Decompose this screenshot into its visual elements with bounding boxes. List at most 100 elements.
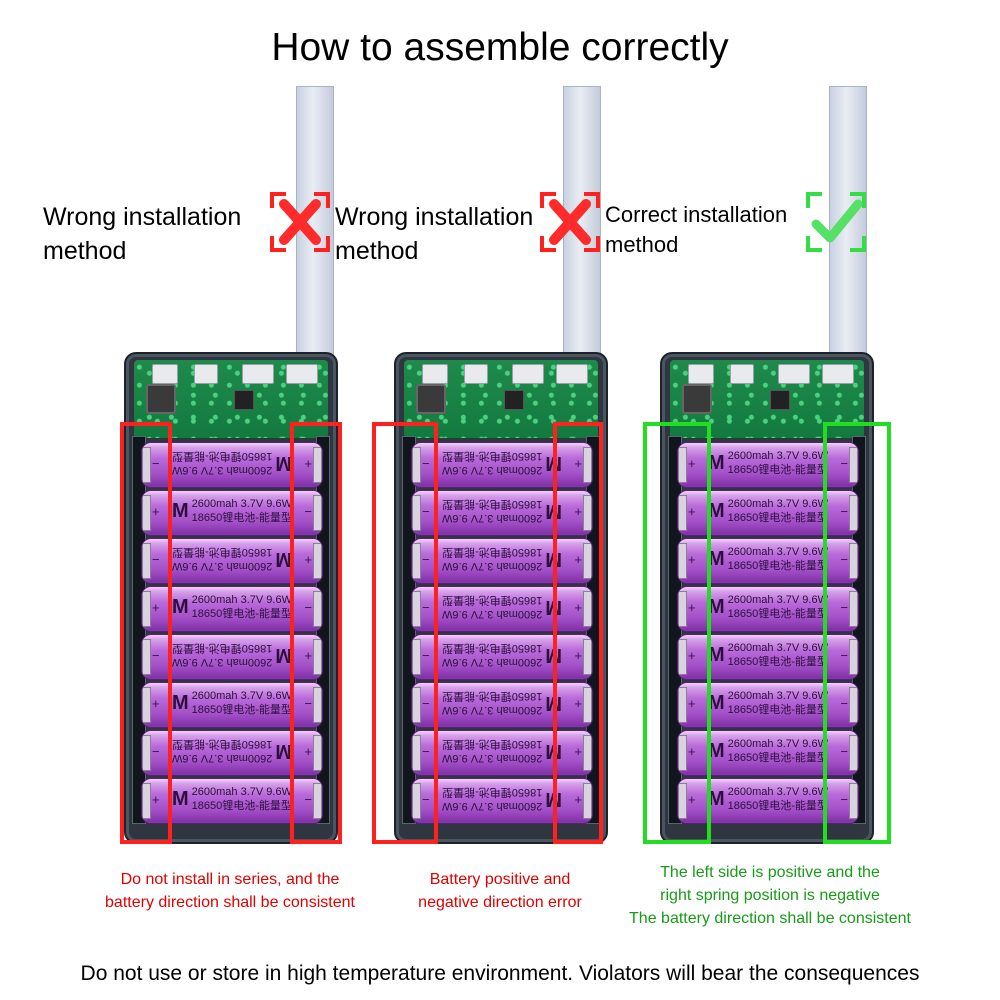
cell-type: 18650锂电池-能量型	[442, 450, 543, 462]
cell-terminal	[142, 687, 151, 723]
cell-terminal	[849, 735, 858, 771]
polarity-sign: −	[304, 696, 312, 711]
panel-3-caption: The left side is positive and the right …	[600, 861, 940, 930]
cell-terminal	[313, 783, 322, 819]
cell-type: 18650锂电池-能量型	[727, 464, 828, 476]
panel-2-caption: Battery positive and negative direction …	[390, 868, 610, 914]
cell-spec: 2600mah 3.7V 9.6W	[172, 464, 273, 476]
cell-spec: 2600mah 3.7V 9.6W	[172, 752, 273, 764]
cell-terminal	[849, 495, 858, 531]
polarity-sign: +	[152, 792, 160, 807]
polarity-sign: +	[688, 744, 696, 759]
polarity-sign: −	[840, 456, 848, 471]
cell-terminal	[313, 591, 322, 627]
cell-terminal	[142, 639, 151, 675]
cell-spec: 2600mah 3.7V 9.6W	[727, 738, 828, 750]
cell-terminal	[412, 447, 421, 483]
polarity-sign: +	[574, 504, 582, 519]
cell-terminal	[412, 591, 421, 627]
polarity-sign: +	[304, 552, 312, 567]
caption-line: right spring position is negative	[660, 887, 880, 904]
panel-1-caption: Do not install in series, and the batter…	[70, 868, 390, 914]
cell-spec: 2600mah 3.7V 9.6W	[727, 594, 828, 606]
polarity-sign: −	[152, 744, 160, 759]
cell-spec: 2600mah 3.7V 9.6W	[442, 512, 543, 524]
cell-terminal	[583, 591, 592, 627]
cell-type: 18650锂电池-能量型	[442, 690, 543, 702]
brand-logo: M	[708, 740, 725, 762]
cell-terminal	[313, 543, 322, 579]
cell-spec: 2600mah 3.7V 9.6W	[442, 800, 543, 812]
cell-terminal	[849, 783, 858, 819]
polarity-sign: −	[422, 552, 430, 567]
polarity-sign: +	[574, 792, 582, 807]
cell-spec: 2600mah 3.7V 9.6W	[442, 560, 543, 572]
cell-terminal	[583, 447, 592, 483]
cell-terminal	[313, 687, 322, 723]
label-line: Wrong installation	[335, 203, 534, 231]
error-highlight	[290, 422, 342, 844]
polarity-sign: +	[688, 456, 696, 471]
cell-type: 18650锂电池-能量型	[442, 546, 543, 558]
brand-logo: M	[172, 788, 189, 810]
caption-line: The left side is positive and the	[660, 864, 880, 881]
caption-line: Battery positive and	[429, 871, 571, 888]
cell-terminal	[849, 447, 858, 483]
cell-terminal	[313, 639, 322, 675]
cell-terminal	[678, 735, 687, 771]
polarity-sign: +	[688, 696, 696, 711]
cell-terminal	[583, 735, 592, 771]
polarity-sign: +	[152, 504, 160, 519]
cell-type: 18650锂电池-能量型	[191, 704, 292, 716]
cross-icon	[270, 192, 330, 252]
polarity-sign: −	[422, 648, 430, 663]
polarity-sign: +	[304, 456, 312, 471]
cell-terminal	[412, 495, 421, 531]
polarity-sign: −	[422, 456, 430, 471]
panel-3-label: Correct installation method	[605, 200, 787, 260]
polarity-sign: +	[574, 696, 582, 711]
polarity-sign: −	[840, 696, 848, 711]
polarity-sign: +	[688, 552, 696, 567]
cell-type: 18650锂电池-能量型	[172, 546, 273, 558]
caption-line: Do not install in series, and the	[120, 871, 340, 888]
polarity-sign: −	[422, 744, 430, 759]
page-title: How to assemble correctly	[271, 26, 729, 69]
cell-type: 18650锂电池-能量型	[727, 512, 828, 524]
caption-line: battery direction shall be consistent	[105, 894, 355, 911]
brand-logo: M	[708, 452, 725, 474]
cell-spec: 2600mah 3.7V 9.6W	[172, 560, 273, 572]
label-line: method	[43, 237, 127, 265]
cell-terminal	[678, 447, 687, 483]
polarity-sign: +	[574, 456, 582, 471]
cell-terminal	[849, 591, 858, 627]
cell-type: 18650锂电池-能量型	[442, 642, 543, 654]
brand-logo: M	[172, 500, 189, 522]
label-line: Wrong installation	[43, 203, 242, 231]
cell-type: 18650锂电池-能量型	[172, 642, 273, 654]
cell-spec: 2600mah 3.7V 9.6W	[442, 464, 543, 476]
panel-1-label: Wrong installation method	[43, 200, 241, 268]
cell-terminal	[678, 495, 687, 531]
cell-spec: 2600mah 3.7V 9.6W	[191, 594, 292, 606]
cell-terminal	[849, 543, 858, 579]
cell-terminal	[412, 639, 421, 675]
brand-logo: M	[708, 596, 725, 618]
polarity-sign: +	[688, 792, 696, 807]
